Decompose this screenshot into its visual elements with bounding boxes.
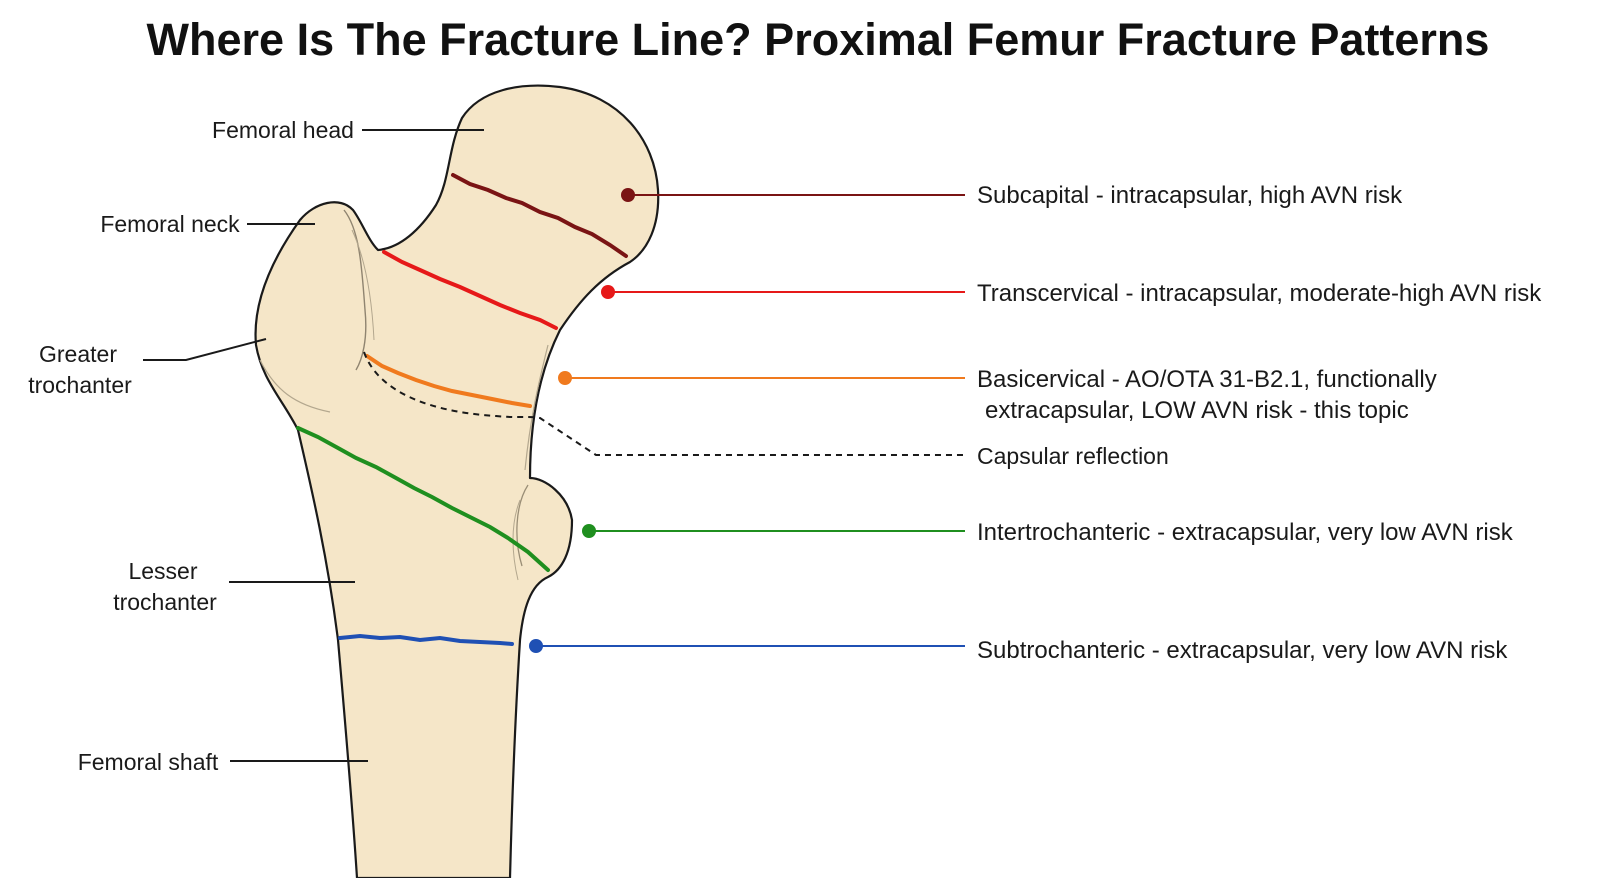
- trochanter-ridge-contour-2: [351, 229, 375, 341]
- label-greater-trochanter-line2: trochanter: [28, 372, 132, 398]
- neck-inner-contour: [524, 344, 549, 471]
- subtrochanteric-dot: [529, 639, 543, 653]
- label-basicervical-line1: Basicervical - AO/OTA 31-B2.1, functiona…: [977, 366, 1437, 393]
- intertrochanteric-dot: [582, 524, 596, 538]
- label-lesser-trochanter-line1: Lesser: [128, 558, 197, 584]
- intertrochanteric-fracture-line: [296, 426, 550, 572]
- anatomy-leaders: [143, 129, 484, 762]
- label-femoral-head: Femoral head: [212, 117, 354, 143]
- label-basicervical-line2: extracapsular, LOW AVN risk - this topic: [985, 397, 1409, 424]
- label-lesser-trochanter-line2: trochanter: [113, 589, 217, 615]
- label-capsular-reflection: Capsular reflection: [977, 443, 1169, 469]
- basicervical-fracture-line: [365, 354, 532, 408]
- capsular-reflection-line: [363, 351, 965, 456]
- label-femoral-neck: Femoral neck: [100, 211, 240, 237]
- subcapital-dot: [621, 188, 635, 202]
- diagram-title: Where Is The Fracture Line? Proximal Fem…: [147, 14, 1490, 65]
- trochanter-ridge-contour: [343, 209, 367, 371]
- label-subcapital: Subcapital - intracapsular, high AVN ris…: [977, 182, 1403, 209]
- femur-bone: [254, 84, 660, 878]
- label-subtrochanteric: Subtrochanteric - extracapsular, very lo…: [977, 637, 1508, 664]
- transcervical-fracture-line: [382, 250, 558, 330]
- fracture-labels: Subcapital - intracapsular, high AVN ris…: [977, 182, 1542, 664]
- fracture-lines: [296, 173, 965, 646]
- label-transcervical: Transcervical - intracapsular, moderate-…: [977, 280, 1542, 307]
- subcapital-fracture-line: [451, 173, 628, 258]
- greater-trochanter-leader: [143, 338, 267, 361]
- femur-outline: [254, 84, 660, 878]
- label-greater-trochanter-line1: Greater: [39, 341, 117, 367]
- fracture-leaders: [529, 188, 965, 653]
- trochanter-base-contour: [259, 359, 331, 413]
- lesser-trochanter-contour: [516, 484, 529, 567]
- basicervical-dot: [558, 371, 572, 385]
- label-intertrochanteric: Intertrochanteric - extracapsular, very …: [977, 519, 1514, 546]
- label-femoral-shaft: Femoral shaft: [78, 749, 219, 775]
- anatomy-labels: Femoral head Femoral neck Greater trocha…: [28, 117, 354, 775]
- subtrochanteric-fracture-line: [338, 633, 514, 646]
- transcervical-dot: [601, 285, 615, 299]
